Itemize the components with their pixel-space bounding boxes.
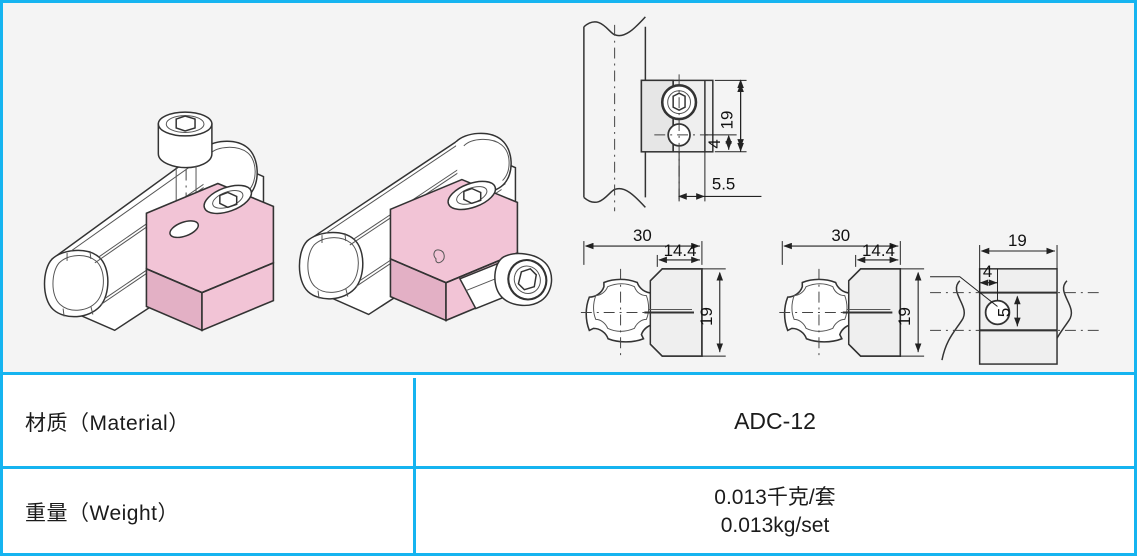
technical-drawing-area: .ol{fill:none;stroke:#333;stroke-width:1… (3, 3, 1134, 375)
weight-value-line-en: 0.013kg/set (720, 514, 830, 538)
section-view-a: 30 14.4 19 (580, 226, 726, 359)
hex-socket-bolt-2 (458, 252, 553, 310)
dim-55-side: 5.5 (712, 174, 735, 193)
dim-5-detail: 5 (994, 308, 1013, 317)
table-row: 重量（Weight） 0.013千克/套 0.013kg/set (3, 468, 1134, 554)
dim-144-b: 14.4 (862, 241, 895, 260)
specification-table: 材质（Material） ADC-12 重量（Weight） 0.013千克/套… (3, 378, 1134, 554)
weight-label: 重量（Weight） (3, 468, 416, 553)
dim-4-detail: 4 (983, 262, 992, 281)
dim-144-a: 14.4 (664, 241, 697, 260)
clamp-block-1 (145, 182, 275, 332)
dim-30-a: 30 (633, 226, 652, 245)
iso-view-2 (298, 132, 553, 322)
side-elevation-view: 19 4 5.5 (583, 16, 762, 212)
dim-30-b: 30 (831, 226, 850, 245)
dim-19-b: 19 (895, 307, 914, 326)
weight-value: 0.013千克/套 0.013kg/set (416, 469, 1134, 554)
weight-value-line-cn: 0.013千克/套 (714, 485, 836, 509)
detail-view-right: 19 4 5 (930, 231, 1099, 365)
hex-socket-bolt-1 (157, 111, 213, 247)
dim-19-detail: 19 (1008, 231, 1027, 250)
dim-19-side: 19 (718, 111, 737, 130)
iso-view-1 (43, 111, 275, 332)
section-view-b: 30 14.4 19 (779, 226, 925, 359)
table-row: 材质（Material） ADC-12 (3, 378, 1134, 469)
material-value-line: ADC-12 (734, 408, 816, 435)
dim-19-a: 19 (697, 307, 716, 326)
material-value: ADC-12 (416, 378, 1134, 466)
material-label: 材质（Material） (3, 378, 416, 466)
dim-4-side: 4 (705, 139, 724, 148)
